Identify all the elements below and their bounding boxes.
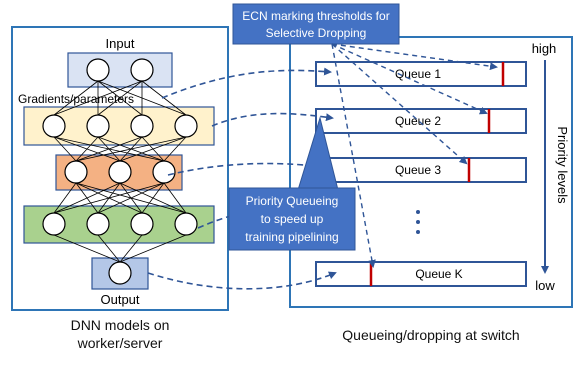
ecn-callout xyxy=(232,3,400,45)
connection xyxy=(119,234,143,263)
gradients-label: Gradients/parameters xyxy=(18,92,134,106)
gradient-neuron xyxy=(130,114,154,138)
connection xyxy=(97,80,143,116)
queue-1-label: Queue 1 xyxy=(395,67,441,81)
connection xyxy=(53,80,143,116)
high-label: high xyxy=(532,41,557,56)
connection xyxy=(163,182,187,214)
connection xyxy=(97,182,165,214)
connection xyxy=(53,182,77,214)
dnn-caption-line1: DNN models on xyxy=(70,317,170,333)
green-neuron xyxy=(86,212,110,236)
queue-3-label: Queue 3 xyxy=(395,163,441,177)
hidden-neuron xyxy=(152,160,176,184)
output-label: Output xyxy=(100,292,139,307)
vertical-ellipsis xyxy=(416,210,420,234)
output-neuron xyxy=(108,261,132,285)
connection xyxy=(53,182,121,214)
ecn-callout-line2: Selective Dropping xyxy=(266,26,367,40)
pq-callout xyxy=(228,187,356,251)
low-label: low xyxy=(535,278,555,293)
connection xyxy=(75,136,99,162)
gradient-neuron xyxy=(86,114,110,138)
switch-caption: Queueing/dropping at switch xyxy=(342,327,520,343)
switch-panel xyxy=(289,36,573,308)
priority-levels-label: Priority levels xyxy=(555,126,570,204)
connection xyxy=(53,234,121,263)
network-connections xyxy=(53,80,187,263)
connection xyxy=(53,136,77,162)
gradient-neuron xyxy=(174,114,198,138)
queue-k-label: Queue K xyxy=(415,267,462,281)
dnn-caption: DNN models on worker/server xyxy=(12,316,228,352)
input-neuron xyxy=(130,58,154,82)
ecn-callout-line1: ECN marking thresholds for xyxy=(242,9,389,23)
connection xyxy=(119,234,187,263)
connection xyxy=(141,182,165,214)
queue-2: Queue 2 xyxy=(315,108,527,134)
pq-callout-line1: Priority Queueing xyxy=(246,194,339,208)
dnn-panel xyxy=(11,26,229,311)
pq-callout-line2: to speed up xyxy=(261,212,324,226)
connection xyxy=(75,136,187,162)
green-neuron xyxy=(174,212,198,236)
connection xyxy=(119,136,187,162)
green-neuron xyxy=(42,212,66,236)
queue-3: Queue 3 xyxy=(315,157,527,183)
connection xyxy=(163,136,187,162)
neurons xyxy=(42,58,198,285)
gradient-neuron xyxy=(42,114,66,138)
pq-callout-line3: training pipelining xyxy=(245,230,338,244)
connection xyxy=(75,136,143,162)
queue-2-label: Queue 2 xyxy=(395,114,441,128)
input-layer xyxy=(67,52,173,88)
hidden-neuron xyxy=(108,160,132,184)
connection xyxy=(53,80,99,116)
connection xyxy=(97,234,121,263)
hidden-neuron xyxy=(64,160,88,184)
queue-1: Queue 1 xyxy=(315,61,527,87)
connection xyxy=(53,182,165,214)
queue-k: Queue K xyxy=(315,261,527,287)
ecn-to-threshold-arrows xyxy=(331,43,498,268)
dnn-caption-line2: worker/server xyxy=(77,335,163,351)
input-neuron xyxy=(86,58,110,82)
green-neuron xyxy=(130,212,154,236)
input-label: Input xyxy=(106,36,135,51)
